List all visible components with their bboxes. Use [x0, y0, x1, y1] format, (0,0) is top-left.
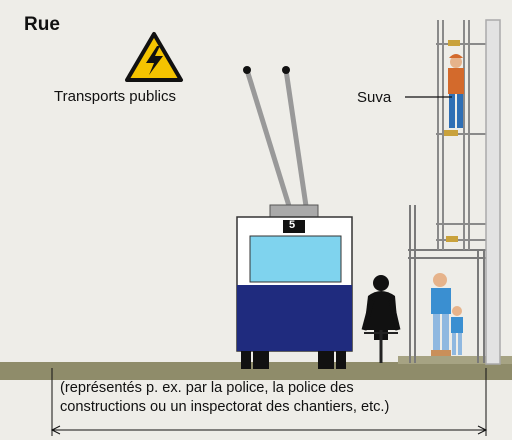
- high-voltage-warning-icon: [125, 32, 183, 82]
- scaffold-worker: [448, 54, 464, 128]
- dimension-bracket: [50, 368, 488, 436]
- bus-route-number: 5: [289, 219, 296, 231]
- caption-line-2: constructions ou un inspectorat des chan…: [60, 399, 390, 415]
- road-surface: [0, 362, 512, 380]
- building-wall: [485, 19, 501, 365]
- public-transport-label: Transports publics: [54, 88, 176, 105]
- cyclist: [361, 275, 401, 363]
- caption-line-1: (représentés p. ex. par la police, la po…: [60, 380, 354, 396]
- sidewalk: [398, 356, 512, 364]
- adult-pedestrian: [431, 273, 451, 356]
- trolleybus: [236, 204, 353, 369]
- child-pedestrian: [451, 306, 463, 355]
- page-title: Rue: [24, 14, 60, 35]
- scaffolding-lower: [408, 205, 486, 363]
- caption: (représentés p. ex. par la police, la po…: [60, 379, 500, 417]
- trolley-poles: [243, 66, 309, 207]
- suva-label: Suva: [357, 89, 392, 106]
- scaffold-tower: [436, 20, 500, 250]
- bus-windshield: [249, 235, 342, 283]
